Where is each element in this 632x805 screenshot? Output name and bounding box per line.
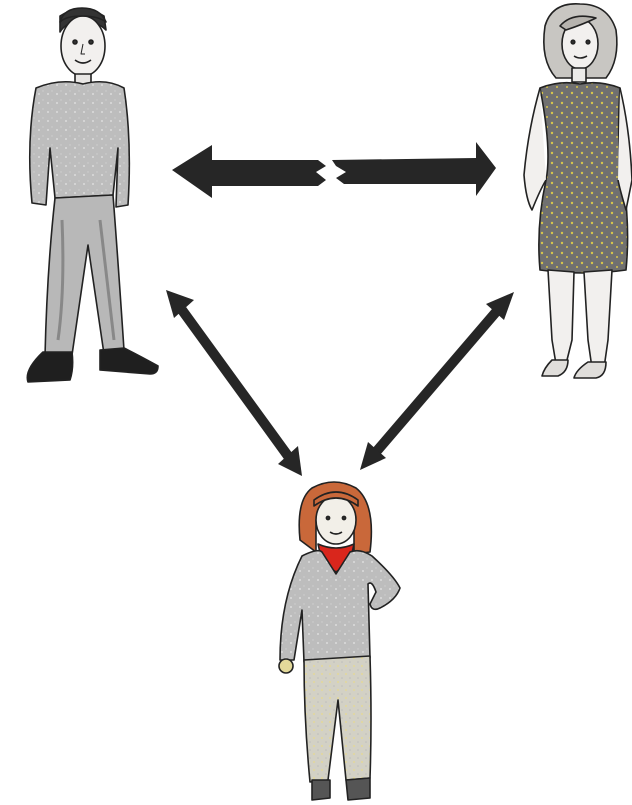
- man-sweater: [30, 82, 130, 207]
- broken-arrow-right-half: [332, 142, 496, 196]
- child-right-shoe: [346, 778, 370, 800]
- man-head: [60, 8, 106, 86]
- child-pants: [304, 656, 371, 782]
- arrow-woman-child: [360, 292, 514, 470]
- woman-dress: [539, 83, 628, 273]
- broken-arrow-man-woman: [172, 142, 496, 198]
- man-right-shoe: [100, 348, 158, 374]
- child-head: [299, 482, 371, 554]
- child-left-shoe: [312, 780, 330, 800]
- child-figure: [279, 482, 400, 800]
- child-sweater: [280, 551, 400, 662]
- woman-legs: [548, 270, 612, 368]
- arrow-man-child: [166, 290, 302, 476]
- broken-arrow-left-half: [172, 145, 326, 198]
- man-left-shoe: [27, 352, 72, 382]
- woman-left-shoe: [542, 360, 568, 376]
- woman-head: [544, 4, 617, 82]
- man-figure: [27, 8, 158, 382]
- woman-right-shoe: [574, 362, 606, 378]
- woman-figure: [524, 4, 632, 378]
